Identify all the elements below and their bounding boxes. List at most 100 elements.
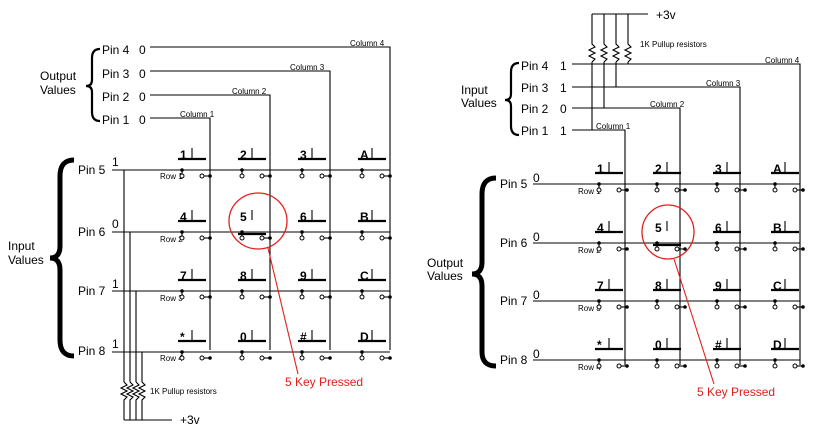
left-key-d: D [358,330,392,361]
right-pressed-pointer [673,258,715,385]
left-key-7: 7 [178,269,212,300]
right-key-label: 3 [715,162,722,176]
left-pin-2-value: 0 [139,90,146,104]
left-pin-6-value: 0 [112,217,119,231]
right-key-c: C [771,279,805,310]
left-key-label: 8 [240,269,247,283]
right-row-1-label: Row 1 [578,187,601,196]
right-key-label: # [715,338,722,352]
left-column-2-line [150,94,271,350]
left-column-4-line [150,46,391,350]
left-key-label: 9 [300,269,307,283]
left-row-4-label: Row 4 [160,354,183,363]
right-pin-2-label: Pin 2 [521,102,549,116]
left-supply-label: +3v [180,413,200,427]
right-column-3-label: Column 3 [706,79,741,88]
right-output-pins: Pin 5 0 Pin 6 0 Pin 7 0 Pin 8 0 [500,171,540,367]
right-key-label: 7 [597,279,604,293]
left-key-star: * [178,330,212,361]
right-pin-6-label: Pin 6 [500,236,528,250]
right-key-1: 1 [595,162,629,193]
left-column-2-label: Column 2 [232,87,267,96]
right-pullup-label: 1K Pullup resistors [640,40,707,49]
right-pin-6-value: 0 [533,230,540,244]
left-key-5: 5 [238,210,272,241]
left-output-brace [85,47,101,123]
left-column-1-line [150,117,211,350]
right-column-4-line [572,63,801,365]
left-key-0: 0 [238,330,272,361]
left-key-label: 7 [180,269,187,283]
left-output-values-label-2: Values [40,83,76,97]
left-column-1-label: Column 1 [180,110,215,119]
right-supply-label: +3v [656,8,676,22]
left-key-label: 2 [240,148,247,162]
left-pin-7-value: 1 [112,277,119,291]
right-pin-3-label: Pin 3 [521,81,549,95]
left-column-3-line [150,70,331,350]
right-key-label: A [773,162,782,176]
right-key-2: 2 [653,162,687,193]
left-pin-1-value: 0 [139,113,146,127]
left-output-pins: Pin 4 0 Pin 3 0 Pin 2 0 Pin 1 0 [102,43,146,127]
left-key-8: 8 [238,269,272,300]
left-key-label: 5 [240,210,247,224]
right-key-b: B [771,221,805,252]
left-input-values-label-2: Values [8,253,44,267]
right-key-label: 9 [715,279,722,293]
left-key-4: 4 [178,210,212,241]
right-key-label: 4 [597,221,604,235]
right-key-label: 2 [655,162,662,176]
right-output-brace [471,175,497,369]
left-row-1-label: Row 1 [160,172,183,181]
right-pullup-resistors [587,14,633,63]
left-pin-3-value: 0 [139,67,146,81]
right-key-label: C [773,279,782,293]
right-pin-8-label: Pin 8 [500,353,528,367]
right-output-values-label: Output [427,256,464,270]
right-input-brace [504,61,520,137]
left-column-3-label: Column 3 [290,63,325,72]
right-row-3-label: Row 3 [578,304,601,313]
right-pin-7-label: Pin 7 [500,294,528,308]
left-key-label: # [300,330,307,344]
right-key-8: 8 [653,279,687,310]
left-input-values-label: Input [8,239,35,253]
right-row-4-label: Row 4 [578,363,601,372]
left-circuit: Output Values Input Values Pin 4 0 Pin 3… [8,39,392,427]
left-key-3: 3 [298,148,332,179]
left-pin-5-value: 1 [112,155,119,169]
left-pressed-pointer [267,247,299,375]
right-column-3-line [572,86,741,365]
right-key-6: 6 [713,221,747,252]
right-key-label: B [773,221,782,235]
right-pin-1-value: 1 [560,124,567,138]
right-column-2-line [572,107,681,365]
right-pin-2-value: 0 [560,102,567,116]
right-pin-8-value: 0 [533,347,540,361]
left-key-label: D [360,330,369,344]
left-pullup-label: 1K Pullup resistors [150,387,217,396]
left-pin-7-label: Pin 7 [78,284,106,298]
left-key-a: A [358,148,392,179]
left-key-label: 0 [240,330,247,344]
right-pin-5-value: 0 [533,171,540,185]
right-circuit: Input Values Output Values Pin 4 1 Pin 3… [427,8,805,399]
right-column-4-label: Column 4 [765,56,800,65]
left-pin-1-label: Pin 1 [102,113,130,127]
left-pin-8-label: Pin 8 [78,344,106,358]
right-pin-4-value: 1 [560,59,567,73]
left-key-label: * [180,330,185,344]
left-pin-4-value: 0 [139,43,146,57]
left-pin-6-label: Pin 6 [78,225,106,239]
right-column-1-line [572,129,626,365]
left-pressed-label: 5 Key Pressed [285,375,363,389]
left-key-label: 6 [300,210,307,224]
right-pin-4-label: Pin 4 [521,59,549,73]
right-column-2-label: Column 2 [650,100,685,109]
right-key-4: 4 [595,221,629,252]
right-key-label: 8 [655,279,662,293]
